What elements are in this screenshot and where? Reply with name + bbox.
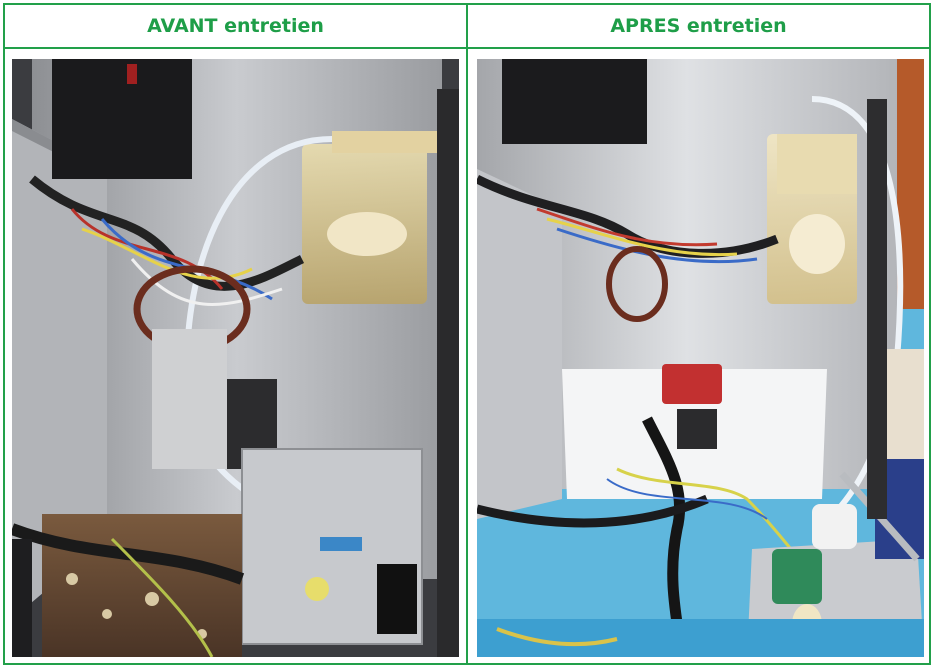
before-photo-drawing	[12, 59, 459, 657]
before-title: AVANT entretien	[147, 15, 324, 37]
before-photo	[12, 59, 459, 657]
after-photo	[477, 59, 924, 657]
header-divider	[3, 47, 931, 49]
after-title: APRES entretien	[610, 15, 787, 37]
after-photo-drawing	[477, 59, 924, 657]
column-divider	[466, 3, 468, 665]
